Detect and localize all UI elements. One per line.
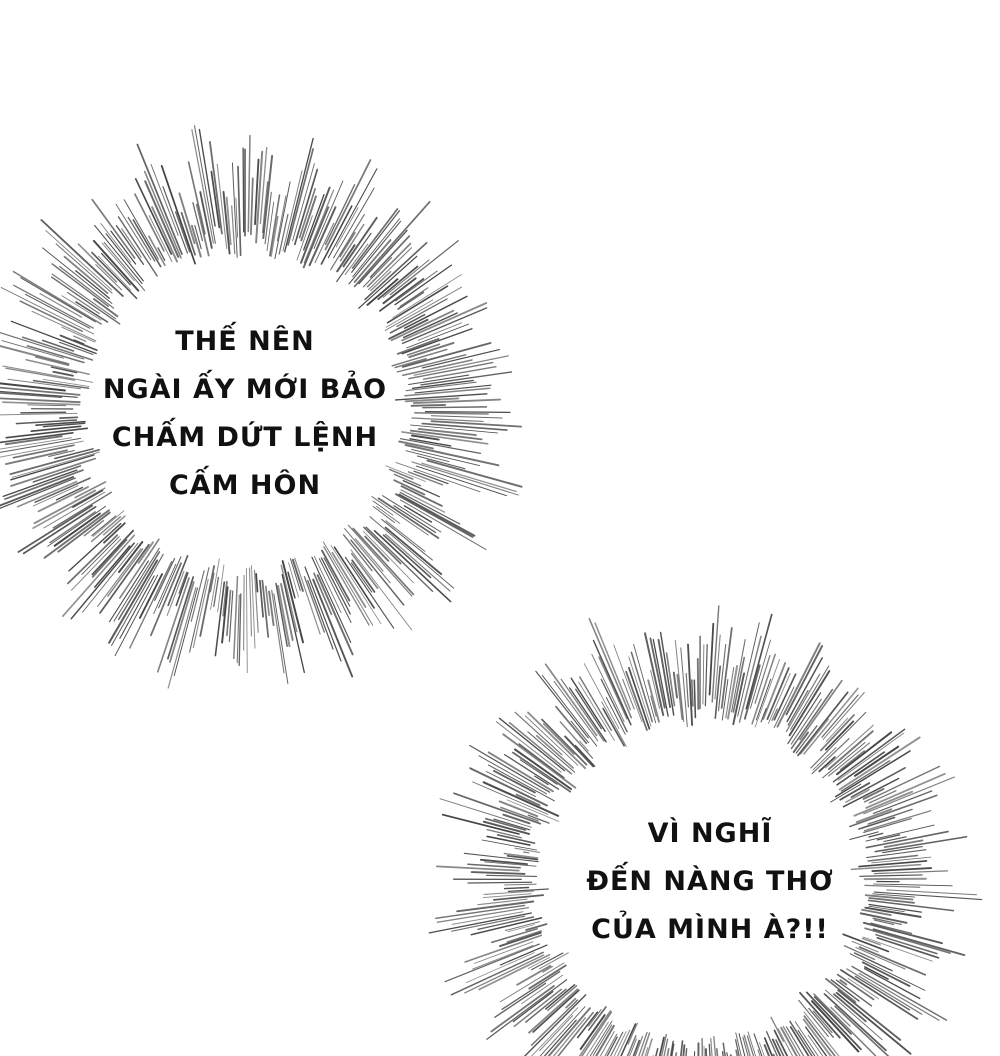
bubble-1-line-3: CHẤM DỨT LỆNH: [111, 422, 379, 453]
speech-bubble-1-text: THẾ NÊN NGÀI ẤY MỚI BẢO CHẤM DỨT LỆNH CẤ…: [103, 318, 387, 510]
bubble-1-line-2: NGÀI ẤY MỚI BẢO: [102, 374, 388, 405]
speech-bubble-2-text: VÌ NGHĨ ĐẾN NÀNG THƠ CỦA MÌNH À?!!: [586, 810, 833, 954]
bubble-1-line-1: THẾ NÊN: [175, 326, 315, 357]
bubble-2-line-2: ĐẾN NÀNG THƠ: [586, 866, 834, 897]
bubble-1-line-4: CẤM HÔN: [168, 470, 322, 501]
bubble-2-line-3: CỦA MÌNH À?!!: [591, 914, 829, 945]
bubble-2-line-1: VÌ NGHĨ: [647, 818, 773, 849]
